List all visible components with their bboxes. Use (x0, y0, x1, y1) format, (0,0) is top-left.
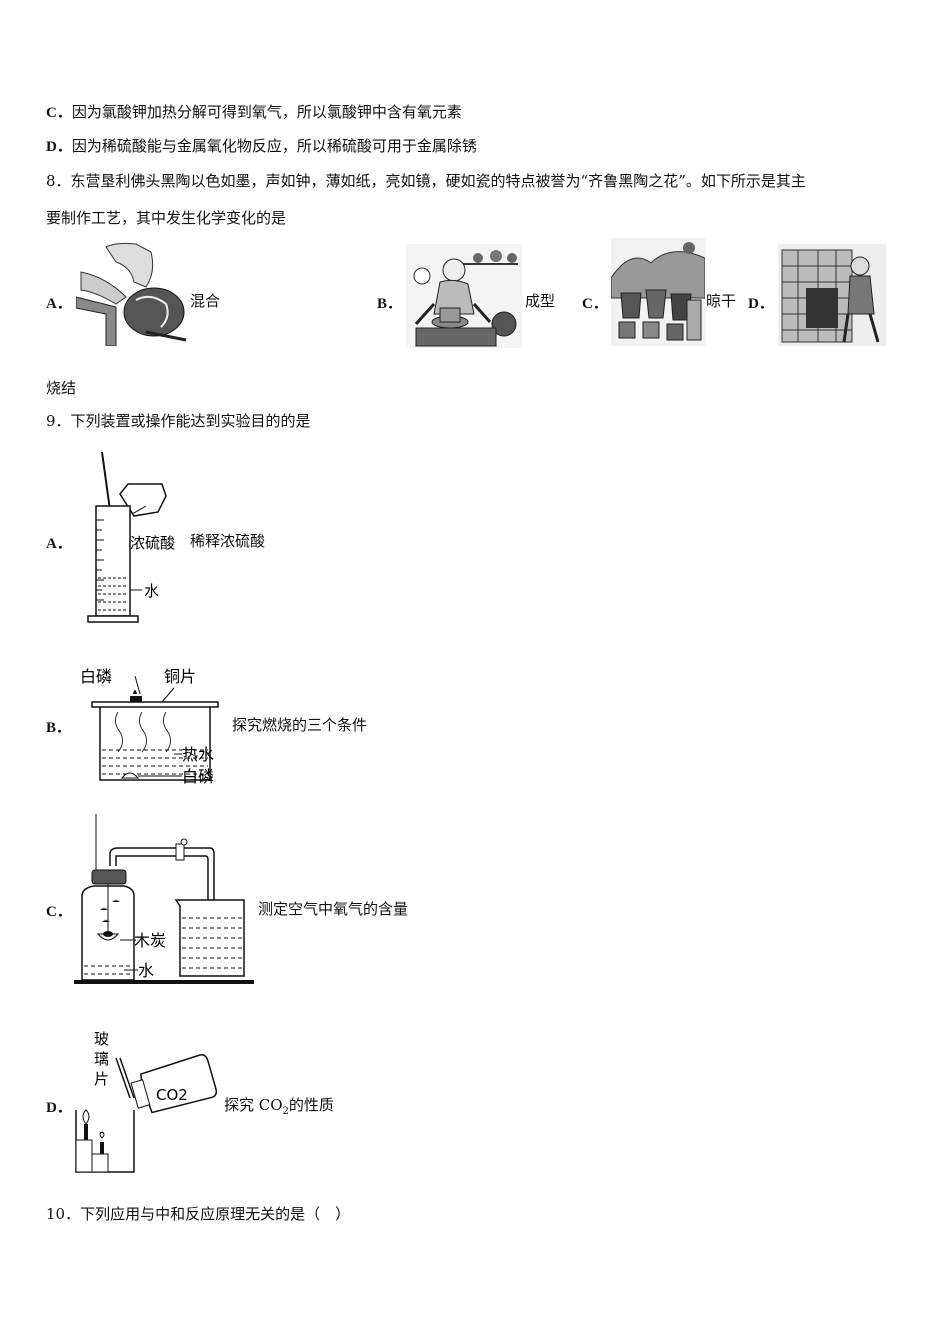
q8-option-a-letter: A． (46, 296, 72, 312)
q9-option-c-label: 测定空气中氧气的含量 (258, 900, 409, 918)
drying-pots-picture (611, 238, 705, 346)
fig-d-label-glass-3: 片 (94, 1070, 109, 1088)
kiln-firing-picture (778, 244, 886, 346)
fig-d-label-glass-2: 璃 (94, 1050, 109, 1068)
q8-option-d-letter: D． (748, 296, 774, 312)
question-10-stem: 10．下列应用与中和反应原理无关的是（ ） (46, 1205, 351, 1223)
q9-option-a-label: 稀释浓硫酸 (190, 532, 266, 550)
co2-property-figure: 玻 璃 片 CO2 (75, 1030, 218, 1173)
q9-option-c-letter: C． (46, 904, 72, 920)
option-c-text: 因为氯酸钾加热分解可得到氧气，所以氯酸钾中含有氧元素 (71, 103, 462, 121)
fig-a-label-water: 水 (144, 582, 159, 600)
option-d-line: D．因为稀硫酸能与金属氧化物反应，所以稀硫酸可用于金属除锈 (46, 136, 477, 157)
fig-d-label-glass-1: 玻 (94, 1030, 109, 1048)
fig-a-label-acid: 浓硫酸 (130, 534, 175, 552)
fig-d-label-co2: CO2 (156, 1086, 188, 1104)
fig-c-label-water: 水 (138, 961, 154, 980)
q8-option-a-label: 混合 (190, 292, 221, 310)
question-8-stem-line2: 要制作工艺，其中发生化学变化的是 (46, 209, 287, 227)
option-c-line: C．因为氯酸钾加热分解可得到氧气，所以氯酸钾中含有氧元素 (46, 102, 462, 123)
q8-option-b-letter: B． (377, 296, 403, 312)
q8-option-c-letter: C． (582, 296, 608, 312)
dilution-apparatus-figure: 浓硫酸 水 (87, 451, 175, 623)
fig-b-label-white-phosphorus-bottom: 白磷 (182, 767, 214, 786)
oxygen-content-figure: 木炭 水 (74, 814, 254, 984)
combustion-conditions-figure: 白磷 铜片 热水 白磷 (80, 667, 219, 786)
question-9-stem: 9．下列装置或操作能达到实验目的的是 (46, 412, 311, 430)
q9-option-a-letter: A． (46, 536, 72, 552)
q8-option-c-label: 晾干 (706, 292, 737, 310)
fig-c-label-charcoal: 木炭 (134, 931, 166, 950)
q9-option-b-letter: B． (46, 720, 72, 736)
option-c-letter: C． (46, 105, 72, 121)
potter-wheel-picture (406, 244, 522, 348)
option-d-text: 因为稀硫酸能与金属氧化物反应，所以稀硫酸可用于金属除锈 (71, 137, 477, 155)
fig-b-label-hot-water: 热水 (182, 745, 214, 764)
q8-option-b-label: 成型 (525, 292, 556, 310)
q8-option-d-label: 烧结 (46, 379, 77, 397)
mixing-clay-picture (76, 242, 188, 346)
question-8-stem-line1: 8．东营垦利佛头黑陶以色如墨，声如钟，薄如纸，亮如镜，硬如瓷的特点被誉为“齐鲁黑… (46, 172, 806, 190)
q9-option-d-letter: D． (46, 1100, 72, 1116)
q9-option-b-label: 探究燃烧的三个条件 (232, 716, 368, 734)
q9-option-d-label: 探究 CO2的性质 (224, 1096, 334, 1117)
fig-b-label-white-phosphorus-top: 白磷 (80, 667, 112, 686)
fig-b-label-copper: 铜片 (164, 667, 196, 686)
option-d-letter: D． (46, 139, 72, 155)
